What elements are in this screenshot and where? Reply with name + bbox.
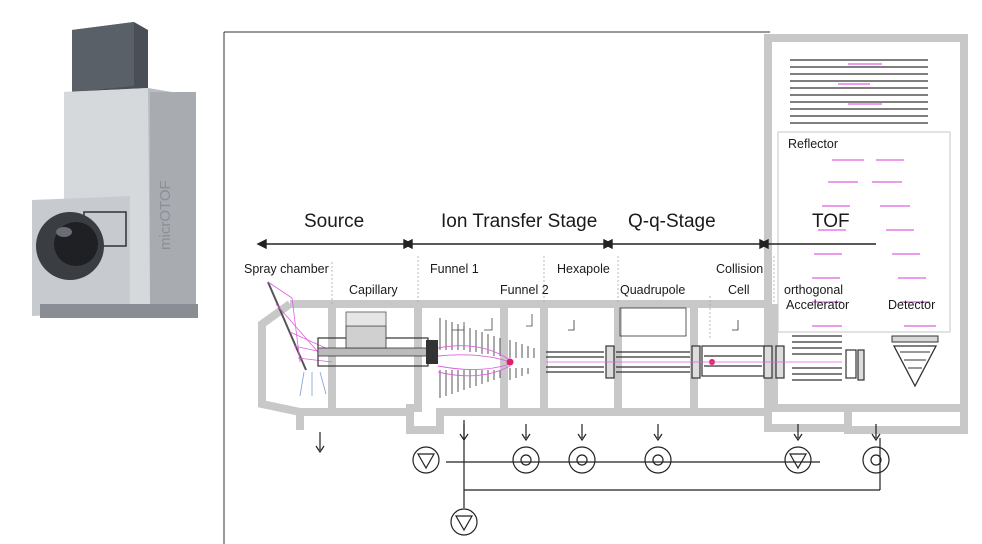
hexapole-rods bbox=[546, 320, 604, 372]
ion-funnels bbox=[438, 314, 534, 398]
accelerator-plates bbox=[792, 336, 864, 380]
label-quadrupole: Quadrupole bbox=[620, 283, 685, 297]
stage-arrows bbox=[258, 240, 876, 248]
reflector-plates bbox=[790, 60, 928, 123]
label-capillary: Capillary bbox=[349, 283, 398, 297]
vacuum-pumps bbox=[316, 420, 889, 535]
label-funnel-2: Funnel 2 bbox=[500, 283, 549, 297]
label-cell: Cell bbox=[728, 283, 750, 297]
label-reflector: Reflector bbox=[788, 137, 838, 151]
tof-tower bbox=[768, 38, 964, 408]
stage-label-ion-transfer: Ion Transfer Stage bbox=[441, 211, 597, 232]
label-accelerator: Accelerator bbox=[786, 298, 849, 312]
stage-label-tof: TOF bbox=[812, 211, 850, 232]
label-funnel-1: Funnel 1 bbox=[430, 262, 479, 276]
detector-cone bbox=[892, 336, 938, 386]
stage-label-qq: Q-q-Stage bbox=[628, 211, 716, 232]
label-hexapole: Hexapole bbox=[557, 262, 610, 276]
label-spray-chamber: Spray chamber bbox=[244, 262, 329, 276]
brand-text: micrOTOF bbox=[157, 180, 174, 250]
label-orthogonal: orthogonal bbox=[784, 283, 843, 297]
diagram-frame bbox=[224, 32, 770, 544]
section-guides bbox=[332, 256, 774, 340]
label-detector: Detector bbox=[888, 298, 935, 312]
stage-label-source: Source bbox=[304, 211, 364, 232]
instrument-photo: micrOTOF bbox=[0, 0, 200, 544]
label-collision: Collision bbox=[716, 262, 763, 276]
spray-chamber-internals bbox=[268, 282, 438, 396]
